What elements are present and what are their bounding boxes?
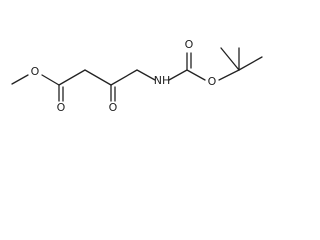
atom-label-carbamate-carbonyl-oxygen: O: [185, 38, 194, 51]
bond-tert-butyl-methyl-left: [220, 47, 240, 71]
chemical-structure-drawing: O O O NH O O: [11, 38, 263, 114]
bond-methylene-ketone-carbon: [84, 69, 112, 86]
bond-ketone-carbon-methylene: [110, 69, 138, 86]
atom-label-ester-carbonyl-oxygen: O: [57, 101, 66, 114]
bond-oxygen-ester-carbon: [41, 74, 60, 86]
bond-methyl-oxygen: [11, 74, 29, 85]
bond-tert-butyl-methyl-right: [238, 56, 263, 71]
bond-nitrogen-carbamate-carbon: [168, 69, 188, 81]
atom-label-carbamate-ether-oxygen: O: [208, 75, 217, 88]
bond-methylene-nitrogen: [136, 69, 156, 81]
bond-carbamate-carbon-oxygen: [186, 69, 206, 81]
bond-ester-carbon-methylene: [58, 69, 86, 86]
atom-label-amine: NH: [154, 74, 171, 87]
atom-label-methoxy-oxygen: O: [31, 65, 40, 78]
bond-oxygen-tert-butyl: [218, 69, 240, 81]
atom-label-ketone-oxygen: O: [109, 101, 118, 114]
